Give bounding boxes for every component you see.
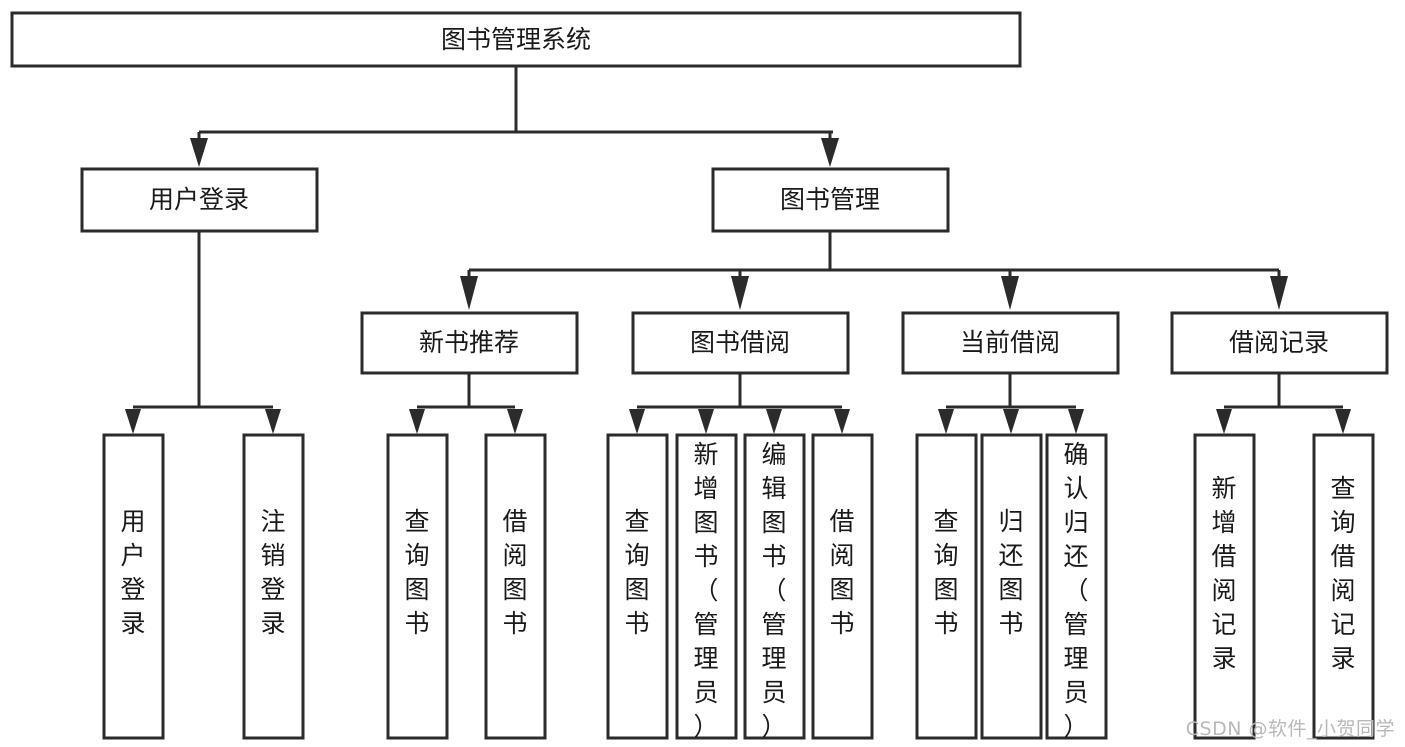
leaf-confirm-return[interactable]: 确认归还（管理员） (1045, 433, 1108, 741)
node-book-borrow-label: 图书借阅 (690, 328, 790, 357)
leaf-edit-book[interactable]: 编辑图书（管理员） (743, 433, 806, 741)
leaf-confirm-return-box[interactable] (1045, 433, 1108, 740)
leaf-query-record-label: 查询借阅记录 (1330, 474, 1355, 673)
node-current-borrow[interactable]: 当前借阅 (901, 311, 1120, 375)
node-book-management-label: 图书管理 (780, 185, 880, 214)
node-user-login-label: 用户登录 (149, 185, 249, 214)
node-root-box[interactable] (10, 11, 1022, 68)
node-book-borrow[interactable]: 图书借阅 (631, 311, 850, 375)
arrow-head-leaf-user-login (125, 409, 141, 434)
arrow-head-leaf-logout-login (265, 409, 281, 434)
leaf-add-book-box[interactable] (675, 433, 738, 740)
leaf-add-book[interactable]: 新增图书（管理员） (675, 433, 738, 741)
arrow-head-leaf-edit-book (766, 409, 782, 434)
node-user-login[interactable]: 用户登录 (80, 167, 319, 233)
leaf-query-book-2[interactable]: 查询图书 (606, 433, 669, 740)
leaf-add-record[interactable]: 新增借阅记录 (1193, 433, 1256, 740)
connector-layer (125, 66, 1351, 434)
leaf-user-login-label: 用户登录 (120, 507, 145, 638)
node-book-management[interactable]: 图书管理 (711, 167, 950, 233)
arrow-head-leaf-borrow-book-1 (507, 409, 523, 434)
leaf-borrow-book-2[interactable]: 借阅图书 (811, 433, 874, 740)
leaf-query-book-1[interactable]: 查询图书 (386, 433, 449, 740)
node-borrow-record[interactable]: 借阅记录 (1170, 311, 1389, 375)
node-book-borrow-box[interactable] (631, 311, 850, 375)
leaf-add-book-label: 新增图书（管理员） (693, 440, 718, 741)
leaf-query-book-3-box[interactable] (915, 433, 978, 740)
leaf-query-book-1-box[interactable] (386, 433, 449, 740)
leaf-query-book-3[interactable]: 查询图书 (915, 433, 978, 740)
node-root-label: 图书管理系统 (441, 25, 591, 54)
leaf-borrow-book-1-label: 借阅图书 (502, 507, 527, 638)
leaf-query-record-box[interactable] (1312, 433, 1375, 740)
node-root[interactable]: 图书管理系统 (10, 11, 1022, 68)
arrow-head-current-borrow (1001, 276, 1019, 310)
leaf-user-login-box[interactable] (102, 433, 165, 740)
leaf-user-login[interactable]: 用户登录 (102, 433, 165, 740)
arrow-head-book-borrow (731, 276, 749, 310)
arrow-head-leaf-return-book (1003, 409, 1019, 434)
leaf-query-book-2-box[interactable] (606, 433, 669, 740)
leaf-borrow-book-1-box[interactable] (484, 433, 547, 740)
leaf-query-book-1-label: 查询图书 (404, 507, 429, 638)
leaf-query-book-3-label: 查询图书 (933, 507, 958, 638)
node-borrow-record-box[interactable] (1170, 311, 1389, 375)
node-book-management-box[interactable] (711, 167, 950, 233)
leaf-confirm-return-label: 确认归还（管理员） (1063, 440, 1088, 741)
leaf-logout-login[interactable]: 注销登录 (242, 433, 305, 740)
arrow-head-leaf-borrow-book-2 (834, 409, 850, 434)
arrow-head-leaf-query-record (1335, 409, 1351, 434)
node-borrow-record-label: 借阅记录 (1229, 328, 1329, 357)
leaf-return-book[interactable]: 归还图书 (980, 433, 1043, 740)
leaf-borrow-book-2-box[interactable] (811, 433, 874, 740)
arrow-head-leaf-query-book-2 (629, 409, 645, 434)
leaf-query-book-2-label: 查询图书 (624, 507, 649, 638)
arrow-head-new-book-recommend (460, 276, 478, 310)
leaf-logout-login-box[interactable] (242, 433, 305, 740)
leaf-edit-book-box[interactable] (743, 433, 806, 740)
arrow-head-book-management (821, 138, 839, 167)
leaf-return-book-label: 归还图书 (998, 507, 1023, 638)
node-new-book-recommend-label: 新书推荐 (419, 328, 519, 357)
node-current-borrow-box[interactable] (901, 311, 1120, 375)
leaf-query-record[interactable]: 查询借阅记录 (1312, 433, 1375, 740)
leaf-add-record-box[interactable] (1193, 433, 1256, 740)
arrow-head-leaf-query-book-3 (938, 409, 954, 434)
arrow-head-leaf-add-record (1216, 409, 1232, 434)
arrow-head-borrow-record (1270, 276, 1288, 310)
arrow-head-user-login (190, 138, 208, 167)
leaf-logout-login-label: 注销登录 (260, 507, 285, 638)
node-current-borrow-label: 当前借阅 (960, 328, 1060, 357)
leaf-borrow-book-1[interactable]: 借阅图书 (484, 433, 547, 740)
leaf-edit-book-label: 编辑图书（管理员） (761, 440, 786, 741)
node-new-book-recommend-box[interactable] (360, 311, 579, 375)
leaf-return-book-box[interactable] (980, 433, 1043, 740)
arrow-head-leaf-confirm-return (1068, 409, 1084, 434)
arrow-head-leaf-query-book-1 (409, 409, 425, 434)
leaf-add-record-label: 新增借阅记录 (1211, 474, 1236, 673)
leaf-borrow-book-2-label: 借阅图书 (829, 507, 854, 638)
arrow-head-leaf-add-book (698, 409, 714, 434)
node-user-login-box[interactable] (80, 167, 319, 233)
node-new-book-recommend[interactable]: 新书推荐 (360, 311, 579, 375)
